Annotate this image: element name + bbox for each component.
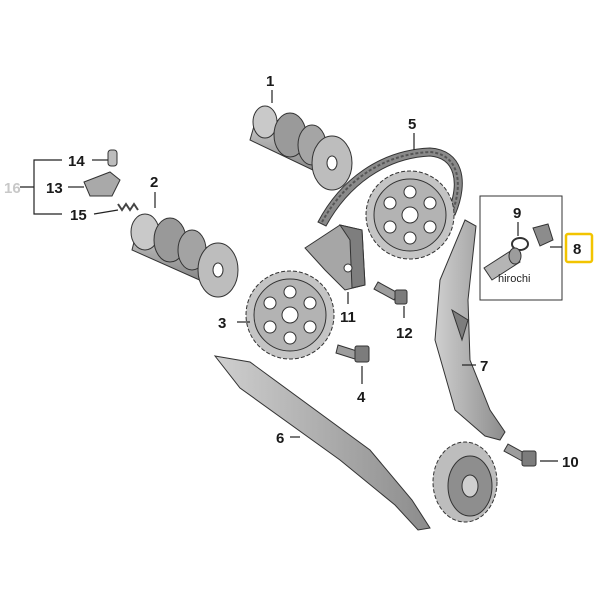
bolt-4[interactable] <box>335 344 370 363</box>
label-3: 3 <box>218 315 226 332</box>
camshaft-lower[interactable] <box>130 213 239 298</box>
crank-gear[interactable] <box>432 441 498 523</box>
label-8: 8 <box>573 241 581 258</box>
sprocket-lower[interactable] <box>245 270 335 360</box>
bolt-12[interactable] <box>373 281 408 305</box>
label-16: 16 <box>4 180 21 197</box>
label-5: 5 <box>408 116 416 133</box>
label-4: 4 <box>357 389 366 406</box>
label-7: 7 <box>480 358 488 375</box>
label-1: 1 <box>266 73 274 90</box>
tensioner-rail-7[interactable] <box>434 219 506 441</box>
tensioner-bracket[interactable] <box>304 224 366 291</box>
label-10: 10 <box>562 454 579 471</box>
watermark-text: hirochi <box>498 273 530 285</box>
leader-15 <box>93 209 119 215</box>
highlight-box-8 <box>564 232 594 264</box>
label-11: 11 <box>340 309 356 326</box>
guide-rail-6[interactable] <box>213 355 431 531</box>
tensioner-cap[interactable] <box>532 223 554 247</box>
label-6: 6 <box>276 430 284 447</box>
rocker-13[interactable] <box>83 171 121 197</box>
seal-ring-9[interactable] <box>511 237 529 251</box>
label-13: 13 <box>46 180 63 197</box>
camshaft-upper[interactable] <box>249 105 353 191</box>
sub-assembly-box <box>479 195 563 301</box>
label-2: 2 <box>150 174 158 191</box>
label-9: 9 <box>513 205 521 222</box>
sprocket-upper[interactable] <box>365 170 455 260</box>
label-14: 14 <box>68 153 85 170</box>
label-15: 15 <box>70 207 87 224</box>
timing-chain[interactable] <box>317 147 463 227</box>
label-12: 12 <box>396 325 413 342</box>
screw-10[interactable] <box>503 443 537 467</box>
group-bracket <box>20 159 62 215</box>
pin-14[interactable] <box>107 149 118 167</box>
spring-15[interactable] <box>117 202 139 212</box>
tensioner-piston-8[interactable] <box>483 247 522 281</box>
